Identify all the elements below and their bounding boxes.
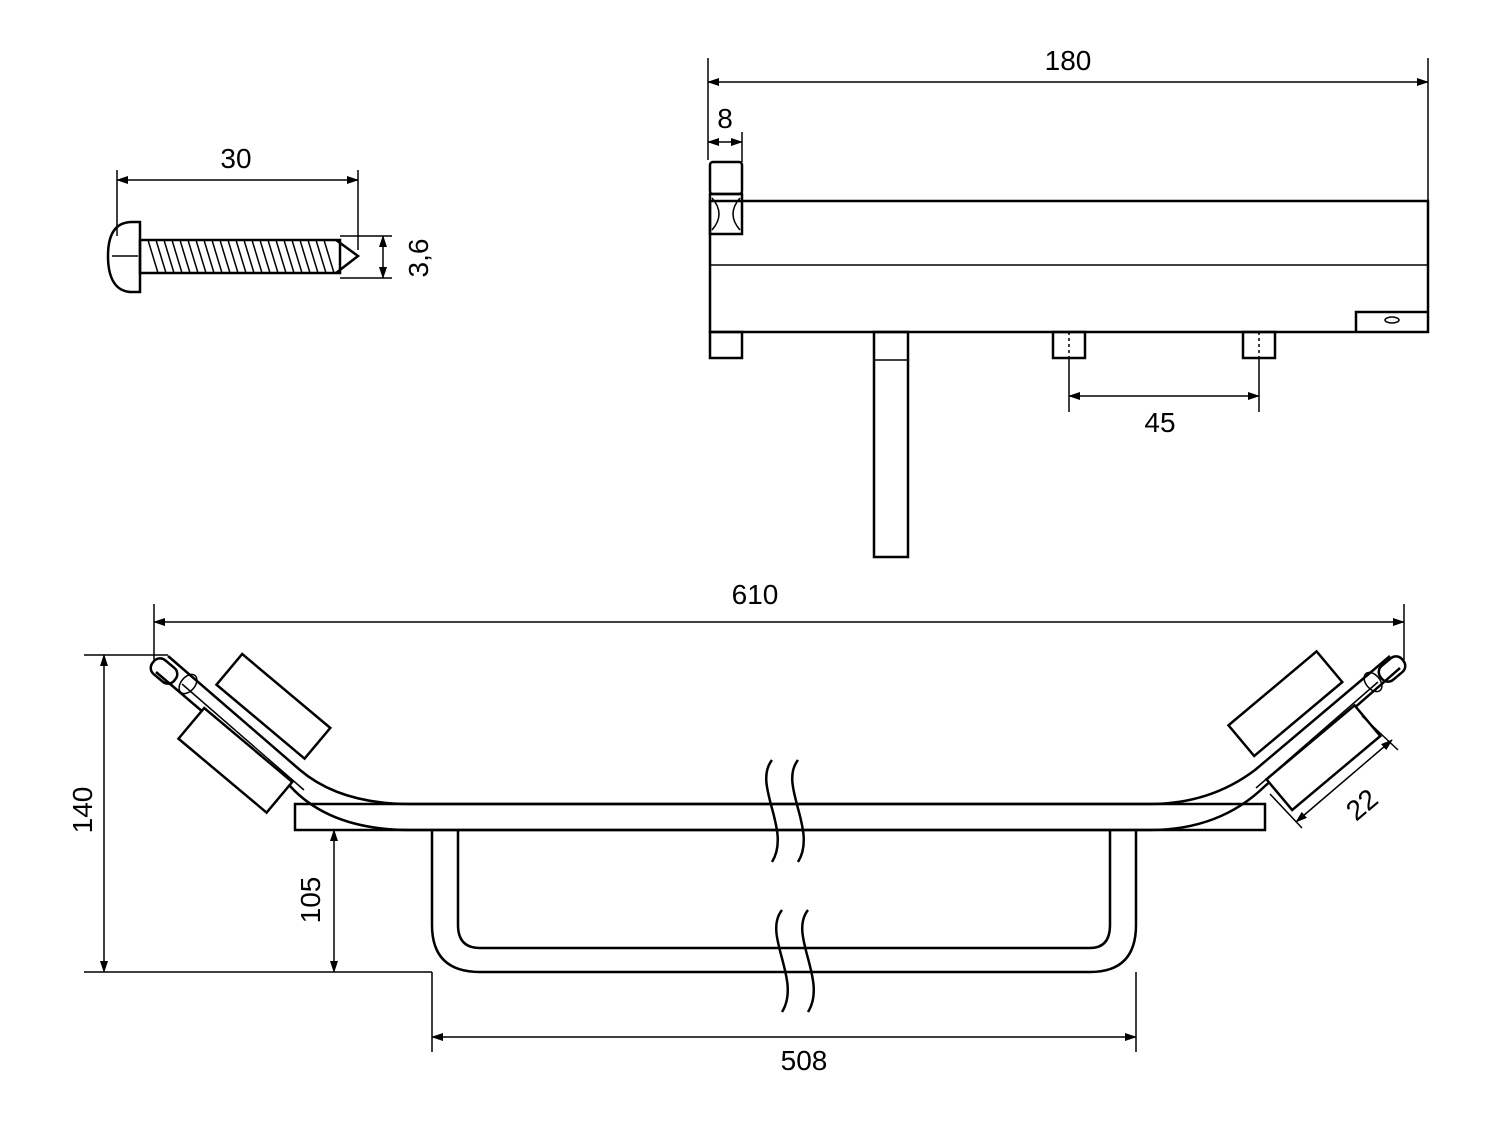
towel-bar [430,830,1138,974]
bracket-arm [708,199,1430,334]
left-mount-lower [176,706,295,815]
towel-bar-post [872,330,910,559]
screw-thread [147,239,335,274]
screw-head [106,220,142,294]
dim-label-bracket-depth: 180 [1045,45,1092,76]
dim-label-towel-bar-width: 508 [781,1045,828,1076]
right-mount-upper [1226,649,1345,758]
dim-label-bracket-thickness: 8 [717,103,733,134]
screw-detail: 30 3,6 [106,143,434,294]
dim-label-overall-height: 140 [67,787,98,834]
dim-label-hole-spacing: 45 [1144,407,1175,438]
left-mount-upper [214,652,333,761]
shelf-plate [293,802,1267,832]
dim-label-screw-length: 30 [220,143,251,174]
side-view: 180 8 45 [707,45,1430,559]
screw-tip [335,238,361,274]
dim-label-towel-bar-height: 105 [295,877,326,924]
top-rail [167,655,1391,806]
dim-line-22 [1295,739,1393,823]
dim-label-screw-diameter: 3,6 [403,239,434,278]
break-mark-upper [765,759,805,863]
screw-shaft [138,238,342,275]
front-view: 610 140 105 508 22 [67,579,1407,1076]
dim-label-mount-width: 22 [1340,783,1384,827]
dim-label-overall-width: 610 [732,579,779,610]
break-mark-lower [775,909,815,1013]
